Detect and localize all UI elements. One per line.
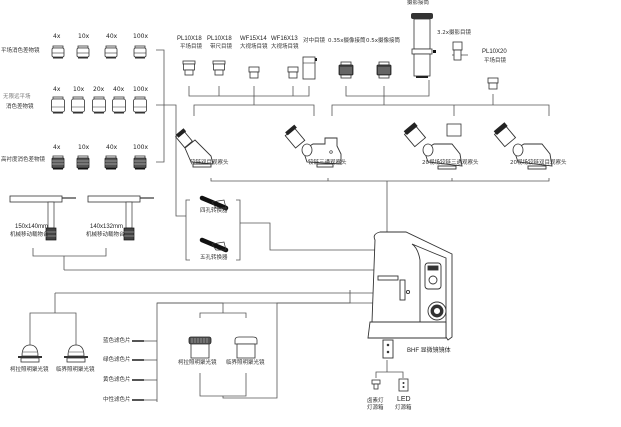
mag-label: 20x <box>93 86 105 93</box>
condenser-critical-mid <box>234 336 258 359</box>
stage-size: 140x132mm <box>90 224 124 230</box>
centering-eyepiece <box>302 56 317 80</box>
mag-label: 4x <box>53 144 61 151</box>
stage-size: 150x140mm <box>15 224 49 230</box>
lamp-label: 灯源箱 <box>367 405 384 411</box>
mag-label: 4x <box>53 33 61 40</box>
nosepiece-label: 五孔转换器 <box>200 255 228 261</box>
objectives-infinity-plan <box>51 96 147 114</box>
pl10x20-code: PL10X20 <box>482 49 507 55</box>
mag-label: 40x <box>113 86 125 93</box>
eyepiece-name: 带尺目镜 <box>210 44 233 50</box>
label-infinity-plan-1: 无限远平场 <box>3 94 31 100</box>
mag-label: 100x <box>133 86 149 93</box>
mag-label: 4x <box>53 86 61 93</box>
head-label: 铰链三通观察头 <box>308 160 347 166</box>
condenser-critical-left <box>63 344 89 363</box>
led-lamp <box>398 378 409 392</box>
eyepieces <box>182 13 499 90</box>
lamp-label: LED <box>397 396 411 403</box>
filter-label: 中性滤色片 <box>103 397 131 403</box>
mag-label: 10x <box>73 86 85 93</box>
mag-label: 100x <box>133 33 149 40</box>
condenser-label: 柯拉照明聚光镜 <box>178 360 217 366</box>
eyepiece-name: 大视场目镜 <box>271 44 299 50</box>
stage-name: 机械移动载物台 <box>10 232 49 238</box>
eyepiece-code: WF15X14 <box>240 36 267 42</box>
head-label: 20视场铰链三通观察头 <box>422 160 479 166</box>
stage-name: 机械移动载物台 <box>86 232 125 238</box>
label-plan-achromatic: 平场消色差物镜 <box>1 48 40 54</box>
photo-tube <box>411 13 436 78</box>
lamp-label: 灯源箱 <box>395 405 412 411</box>
label-high-contrast: 高衬度消色差物镜 <box>1 157 46 163</box>
eyepiece-name: 大视场目镜 <box>240 44 268 50</box>
lamp-label: 卤素灯 <box>367 398 384 404</box>
mag-label: 40x <box>106 33 118 40</box>
centering-eyepiece-label: 对中目镜 <box>303 38 326 44</box>
mag-label: 10x <box>78 144 90 151</box>
pl10x20-name: 平场目镜 <box>484 58 507 64</box>
head-20-trino-port <box>446 123 462 137</box>
nosepiece-label: 四孔转换器 <box>200 208 228 214</box>
filter-label: 绿色滤色片 <box>103 357 131 363</box>
filter-label: 黄色滤色片 <box>103 377 131 383</box>
head-label: 20视场铰链双目观察头 <box>510 160 567 166</box>
objectives-plan-achromatic <box>51 45 147 59</box>
camera-adapter-label: 0.35x摄像接筒 <box>328 38 366 44</box>
filter-label: 蓝色滤色片 <box>103 338 131 344</box>
body-label: BHF 显微镜镜体 <box>407 348 451 354</box>
condenser-kohler-mid <box>188 336 212 359</box>
eyepiece-code: PL10X18 <box>207 36 232 42</box>
camera-adapter-label: 0.5x摄像接筒 <box>366 38 401 44</box>
photo-eyepiece-label: 3.2x摄影目镜 <box>437 30 472 36</box>
halogen-lamp <box>371 379 381 390</box>
eyepiece-name: 平场目镜 <box>180 44 203 50</box>
microscope-body <box>367 231 453 359</box>
filters <box>132 340 144 401</box>
condenser-label: 临界照明聚光镜 <box>226 360 265 366</box>
condenser-label: 柯拉照明聚光镜 <box>10 367 49 373</box>
photo-eyepiece <box>452 41 463 61</box>
label-infinity-plan-2: 消色差物镜 <box>6 104 34 110</box>
eyepiece-code: PL10X18 <box>177 36 202 42</box>
head-label: 铰链双目观察头 <box>190 160 229 166</box>
mag-label: 10x <box>78 33 90 40</box>
mag-label: 100x <box>133 144 149 151</box>
objectives-high-contrast <box>51 155 147 170</box>
eyepiece-code: WF16X13 <box>271 36 298 42</box>
photo-tube-label: 摄影接筒 <box>407 0 430 6</box>
condenser-label: 临界照明聚光镜 <box>56 367 95 373</box>
condenser-kohler-left <box>17 344 43 363</box>
mag-label: 40x <box>106 144 118 151</box>
